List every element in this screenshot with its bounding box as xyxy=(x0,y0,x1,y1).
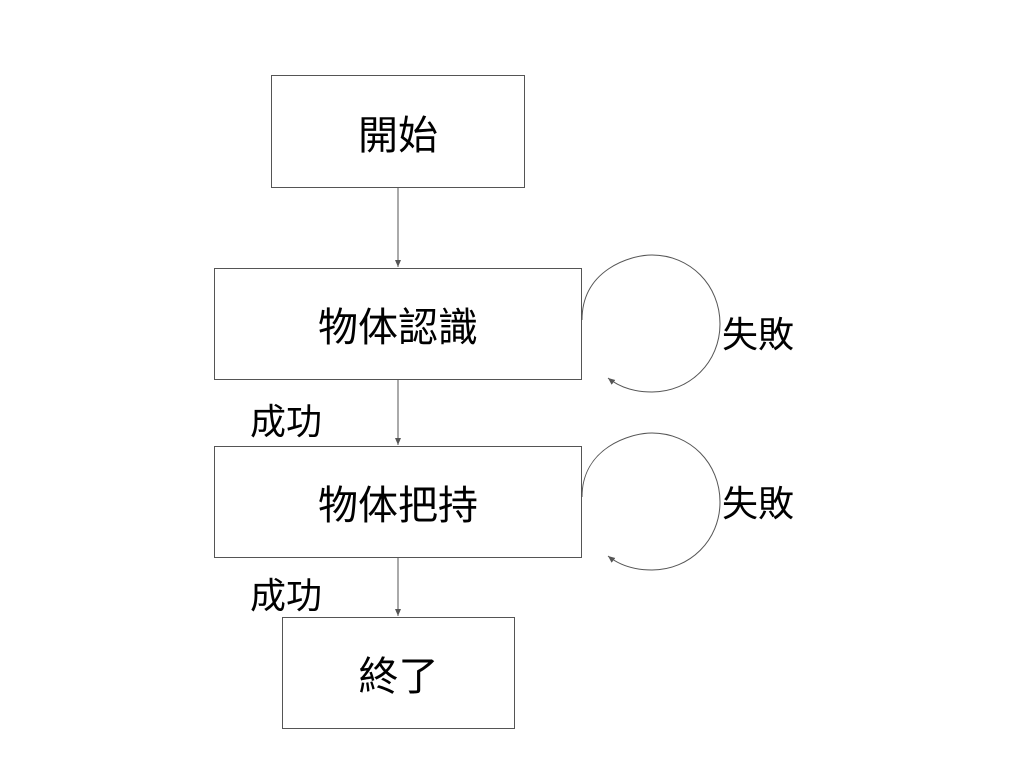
object-recognition-node: 物体認識 xyxy=(214,268,582,380)
start-node: 開始 xyxy=(271,75,525,188)
object-recognition-label: 物体認識 xyxy=(318,305,478,351)
loop-arrow-grasp-fail xyxy=(581,432,721,571)
fail-label-grasp: 失敗 xyxy=(722,484,795,525)
loop-arrow-recognition-fail xyxy=(581,254,721,393)
start-node-label: 開始 xyxy=(358,112,438,159)
object-grasp-node: 物体把持 xyxy=(214,446,582,558)
success-label-recognition: 成功 xyxy=(250,402,323,443)
end-node-label: 終了 xyxy=(358,654,439,700)
fail-label-recognition: 失敗 xyxy=(722,315,795,356)
success-label-grasp: 成功 xyxy=(250,576,323,617)
end-node: 終了 xyxy=(282,617,515,729)
object-grasp-label: 物体把持 xyxy=(318,483,478,529)
